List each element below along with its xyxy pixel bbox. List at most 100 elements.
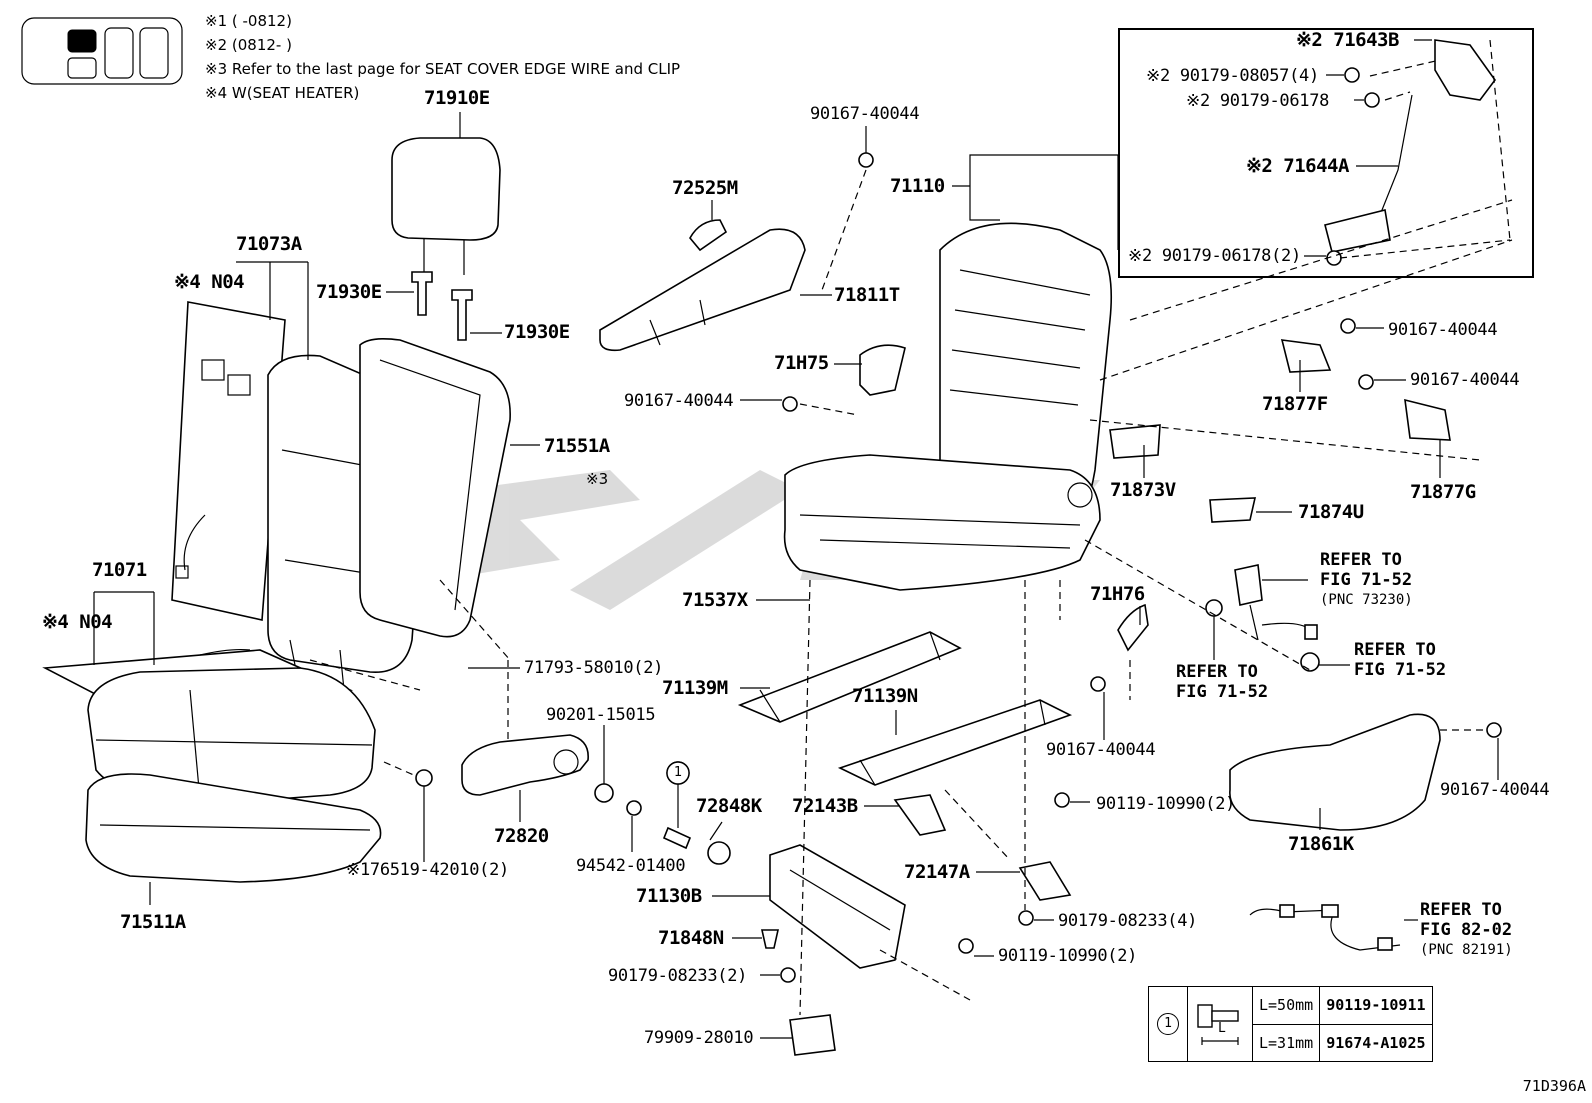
label-mark-3: ※3 (586, 470, 609, 488)
label-71793[interactable]: 71793-58010(2) (524, 658, 664, 678)
label-71130B[interactable]: 71130B (636, 885, 702, 907)
bolt-legend-table: 1 L L=50mm 90119-10911 L=31mm 91674-A102… (1148, 986, 1433, 1062)
label-72147A[interactable]: 72147A (904, 861, 970, 883)
legend-index: 1 (1157, 1013, 1179, 1035)
figure-code: 71D396A (1522, 1077, 1586, 1095)
label-71873V[interactable]: 71873V (1110, 479, 1176, 501)
clip-76519 (383, 761, 433, 787)
washer-94542 (626, 800, 642, 816)
label-90167-r2[interactable]: 90167-40044 (1410, 370, 1520, 390)
seat-position-icon (21, 17, 183, 85)
label-71537X[interactable]: 71537X (682, 589, 748, 611)
bracket-71873V (1109, 424, 1161, 459)
callout-circle-1-label: 1 (674, 765, 683, 780)
label-71910E[interactable]: 71910E (424, 87, 490, 109)
refer-fig-82-02[interactable]: REFER TO FIG 82-02 (PNC 82191) (1420, 900, 1513, 960)
label-90179-06178[interactable]: ※2 90179-06178 (1186, 91, 1330, 111)
bracket-71877G (1404, 398, 1451, 441)
label-94542[interactable]: 94542-01400 (576, 856, 686, 876)
note-3: ※3 Refer to the last page for SEAT COVER… (205, 60, 681, 78)
cushion-pad-71511A (85, 773, 382, 883)
refer-pnc: (PNC 73230) (1320, 592, 1413, 608)
inset-frame (1118, 28, 1534, 278)
label-90167-mid[interactable]: 90167-40044 (624, 391, 734, 411)
refer-line: REFER TO (1420, 900, 1502, 920)
seatback-pad-71551A (359, 338, 511, 638)
refer-fig-71-52-c[interactable]: REFER TO FIG 71-52 (1354, 640, 1446, 680)
label-71551A[interactable]: 71551A (544, 435, 610, 457)
bushing-90201 (594, 783, 614, 803)
label-90179-2[interactable]: 90179-08233(2) (608, 966, 748, 986)
knob-72525M (689, 219, 728, 252)
legend-part-1[interactable]: 90119-10911 (1319, 986, 1433, 1025)
label-90119-b[interactable]: 90119-10990(2) (998, 946, 1138, 966)
label-71643B[interactable]: ※2 71643B (1296, 29, 1399, 51)
refer-line: REFER TO (1320, 550, 1402, 570)
bracket-71877F (1280, 339, 1332, 373)
label-71139M[interactable]: 71139M (662, 677, 728, 699)
legend-index-cell: 1 (1148, 986, 1188, 1062)
bolt-icon (1197, 1004, 1239, 1045)
label-72848K[interactable]: 72848K (696, 795, 762, 817)
label-90167-h76[interactable]: 90167-40044 (1046, 740, 1156, 760)
label-71110[interactable]: 71110 (890, 175, 945, 197)
bracket-72147A (1018, 861, 1072, 901)
bolt-circle1 (662, 826, 692, 850)
cap-72848K (707, 841, 731, 865)
legend-length-1: L=50mm (1251, 986, 1321, 1025)
label-71874U[interactable]: 71874U (1298, 501, 1364, 523)
legend-length-2: L=31mm (1251, 1023, 1321, 1062)
label-72525M[interactable]: 72525M (672, 177, 738, 199)
refer-fig: FIG 71-52 (1354, 660, 1447, 680)
refer-fig-71-52-a[interactable]: REFER TO FIG 71-52 (PNC 73230) (1320, 550, 1413, 610)
label-71877G[interactable]: 71877G (1410, 481, 1476, 503)
label-71930E-2[interactable]: 71930E (504, 321, 570, 343)
connector-79909 (789, 1014, 836, 1056)
nut-06178 (1364, 92, 1380, 108)
seat-belt-buckle (1205, 564, 1320, 672)
seat-frame-71110 (783, 222, 1113, 591)
legend-part-2[interactable]: 91674-A1025 (1319, 1023, 1433, 1062)
label-71644A[interactable]: ※2 71644A (1246, 155, 1349, 177)
label-90167-r3[interactable]: 90167-40044 (1440, 780, 1550, 800)
label-71H75[interactable]: 71H75 (774, 352, 829, 374)
legend-dim-label: L (1218, 1021, 1226, 1036)
label-90179-4[interactable]: 90179-08233(4) (1058, 911, 1198, 931)
legend-bolt-drawing: L (1187, 986, 1253, 1062)
label-72143B[interactable]: 72143B (792, 795, 858, 817)
label-71073A[interactable]: 71073A (236, 233, 302, 255)
bracket-72143B (893, 794, 947, 836)
label-79909[interactable]: 79909-28010 (644, 1028, 754, 1048)
headrest-71910E (391, 137, 501, 275)
refer-fig-71-52-b[interactable]: REFER TO FIG 71-52 (1176, 662, 1268, 702)
cover-71H76 (1117, 603, 1149, 652)
pin-71848N (761, 929, 779, 949)
refer-pnc: (PNC 82191) (1420, 942, 1513, 958)
label-90167-r1[interactable]: 90167-40044 (1388, 320, 1498, 340)
label-n04-a: ※4 N04 (174, 271, 245, 293)
label-71877F[interactable]: 71877F (1262, 393, 1328, 415)
label-71071[interactable]: 71071 (92, 559, 147, 581)
headrest-guide-71930E (411, 271, 473, 341)
label-71811T[interactable]: 71811T (834, 284, 900, 306)
refer-fig: FIG 71-52 (1176, 682, 1269, 702)
label-71848N[interactable]: 71848N (658, 927, 724, 949)
label-71139N[interactable]: 71139N (852, 685, 918, 707)
label-90179-08057[interactable]: ※2 90179-08057(4) (1146, 66, 1319, 86)
label-76519[interactable]: ※176519-42010(2) (346, 860, 509, 880)
label-90119-a[interactable]: 90119-10990(2) (1096, 794, 1236, 814)
label-71511A[interactable]: 71511A (120, 911, 186, 933)
label-90167-top[interactable]: 90167-40044 (810, 104, 920, 124)
label-71861K[interactable]: 71861K (1288, 833, 1354, 855)
label-72820[interactable]: 72820 (494, 825, 549, 847)
label-90179-06178-2[interactable]: ※2 90179-06178(2) (1128, 246, 1301, 266)
refer-line: REFER TO (1176, 662, 1258, 682)
label-71H76[interactable]: 71H76 (1090, 583, 1145, 605)
note-2: ※2 (0812- ) (205, 36, 292, 54)
label-71930E-1[interactable]: 71930E (316, 281, 382, 303)
label-90201[interactable]: 90201-15015 (546, 705, 656, 725)
wire-harness (1249, 904, 1401, 951)
note-1: ※1 ( -0812) (205, 12, 292, 30)
